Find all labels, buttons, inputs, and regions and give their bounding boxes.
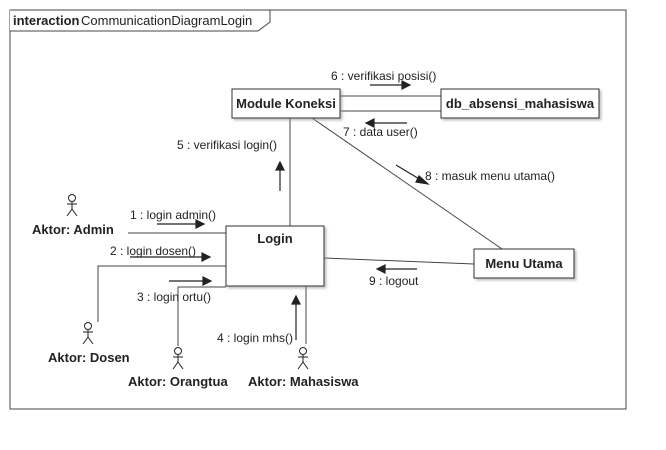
interaction-frame: [9, 9, 627, 410]
actor-orangtua-label: Aktor: Orangtua: [128, 374, 228, 389]
message-arrows: [130, 80, 430, 340]
frame-name: CommunicationDiagramLogin: [81, 13, 252, 28]
object-login[interactable]: Login: [225, 225, 325, 287]
message-3-label: 3 : login ortu(): [137, 290, 211, 304]
message-6-label: 6 : verifikasi posisi(): [331, 69, 436, 83]
object-menu-utama-label: Menu Utama: [485, 256, 563, 271]
message-5-label: 5 : verifikasi login(): [177, 138, 277, 152]
message-4-label: 4 : login mhs(): [217, 331, 293, 345]
actor-admin-icon[interactable]: [66, 194, 78, 217]
object-menu-utama[interactable]: Menu Utama: [473, 248, 575, 279]
message-2-label: 2 : login dosen(): [110, 244, 196, 258]
object-db-absensi-label: db_absensi_mahasiswa: [446, 96, 595, 111]
message-9-label: 9 : logout: [369, 274, 419, 288]
actor-orangtua-icon[interactable]: [172, 347, 184, 370]
actor-mahasiswa-label: Aktor: Mahasiswa: [248, 374, 359, 389]
actor-dosen-icon[interactable]: [82, 322, 94, 345]
object-db-absensi[interactable]: db_absensi_mahasiswa: [440, 88, 600, 119]
message-1-label: 1 : login admin(): [130, 208, 216, 222]
object-login-label: Login: [257, 231, 292, 246]
message-8-label: 8 : masuk menu utama(): [425, 169, 555, 183]
frame-label-tab: [10, 9, 271, 32]
actor-mahasiswa-icon[interactable]: [297, 347, 309, 370]
object-module-koneksi[interactable]: Module Koneksi: [231, 88, 341, 119]
actor-admin-label: Aktor: Admin: [32, 222, 114, 237]
links: [97, 95, 503, 346]
actor-dosen-label: Aktor: Dosen: [48, 350, 130, 365]
frame-keyword: interaction: [13, 13, 80, 28]
object-module-koneksi-label: Module Koneksi: [236, 96, 336, 111]
message-7-label: 7 : data user(): [343, 125, 418, 139]
